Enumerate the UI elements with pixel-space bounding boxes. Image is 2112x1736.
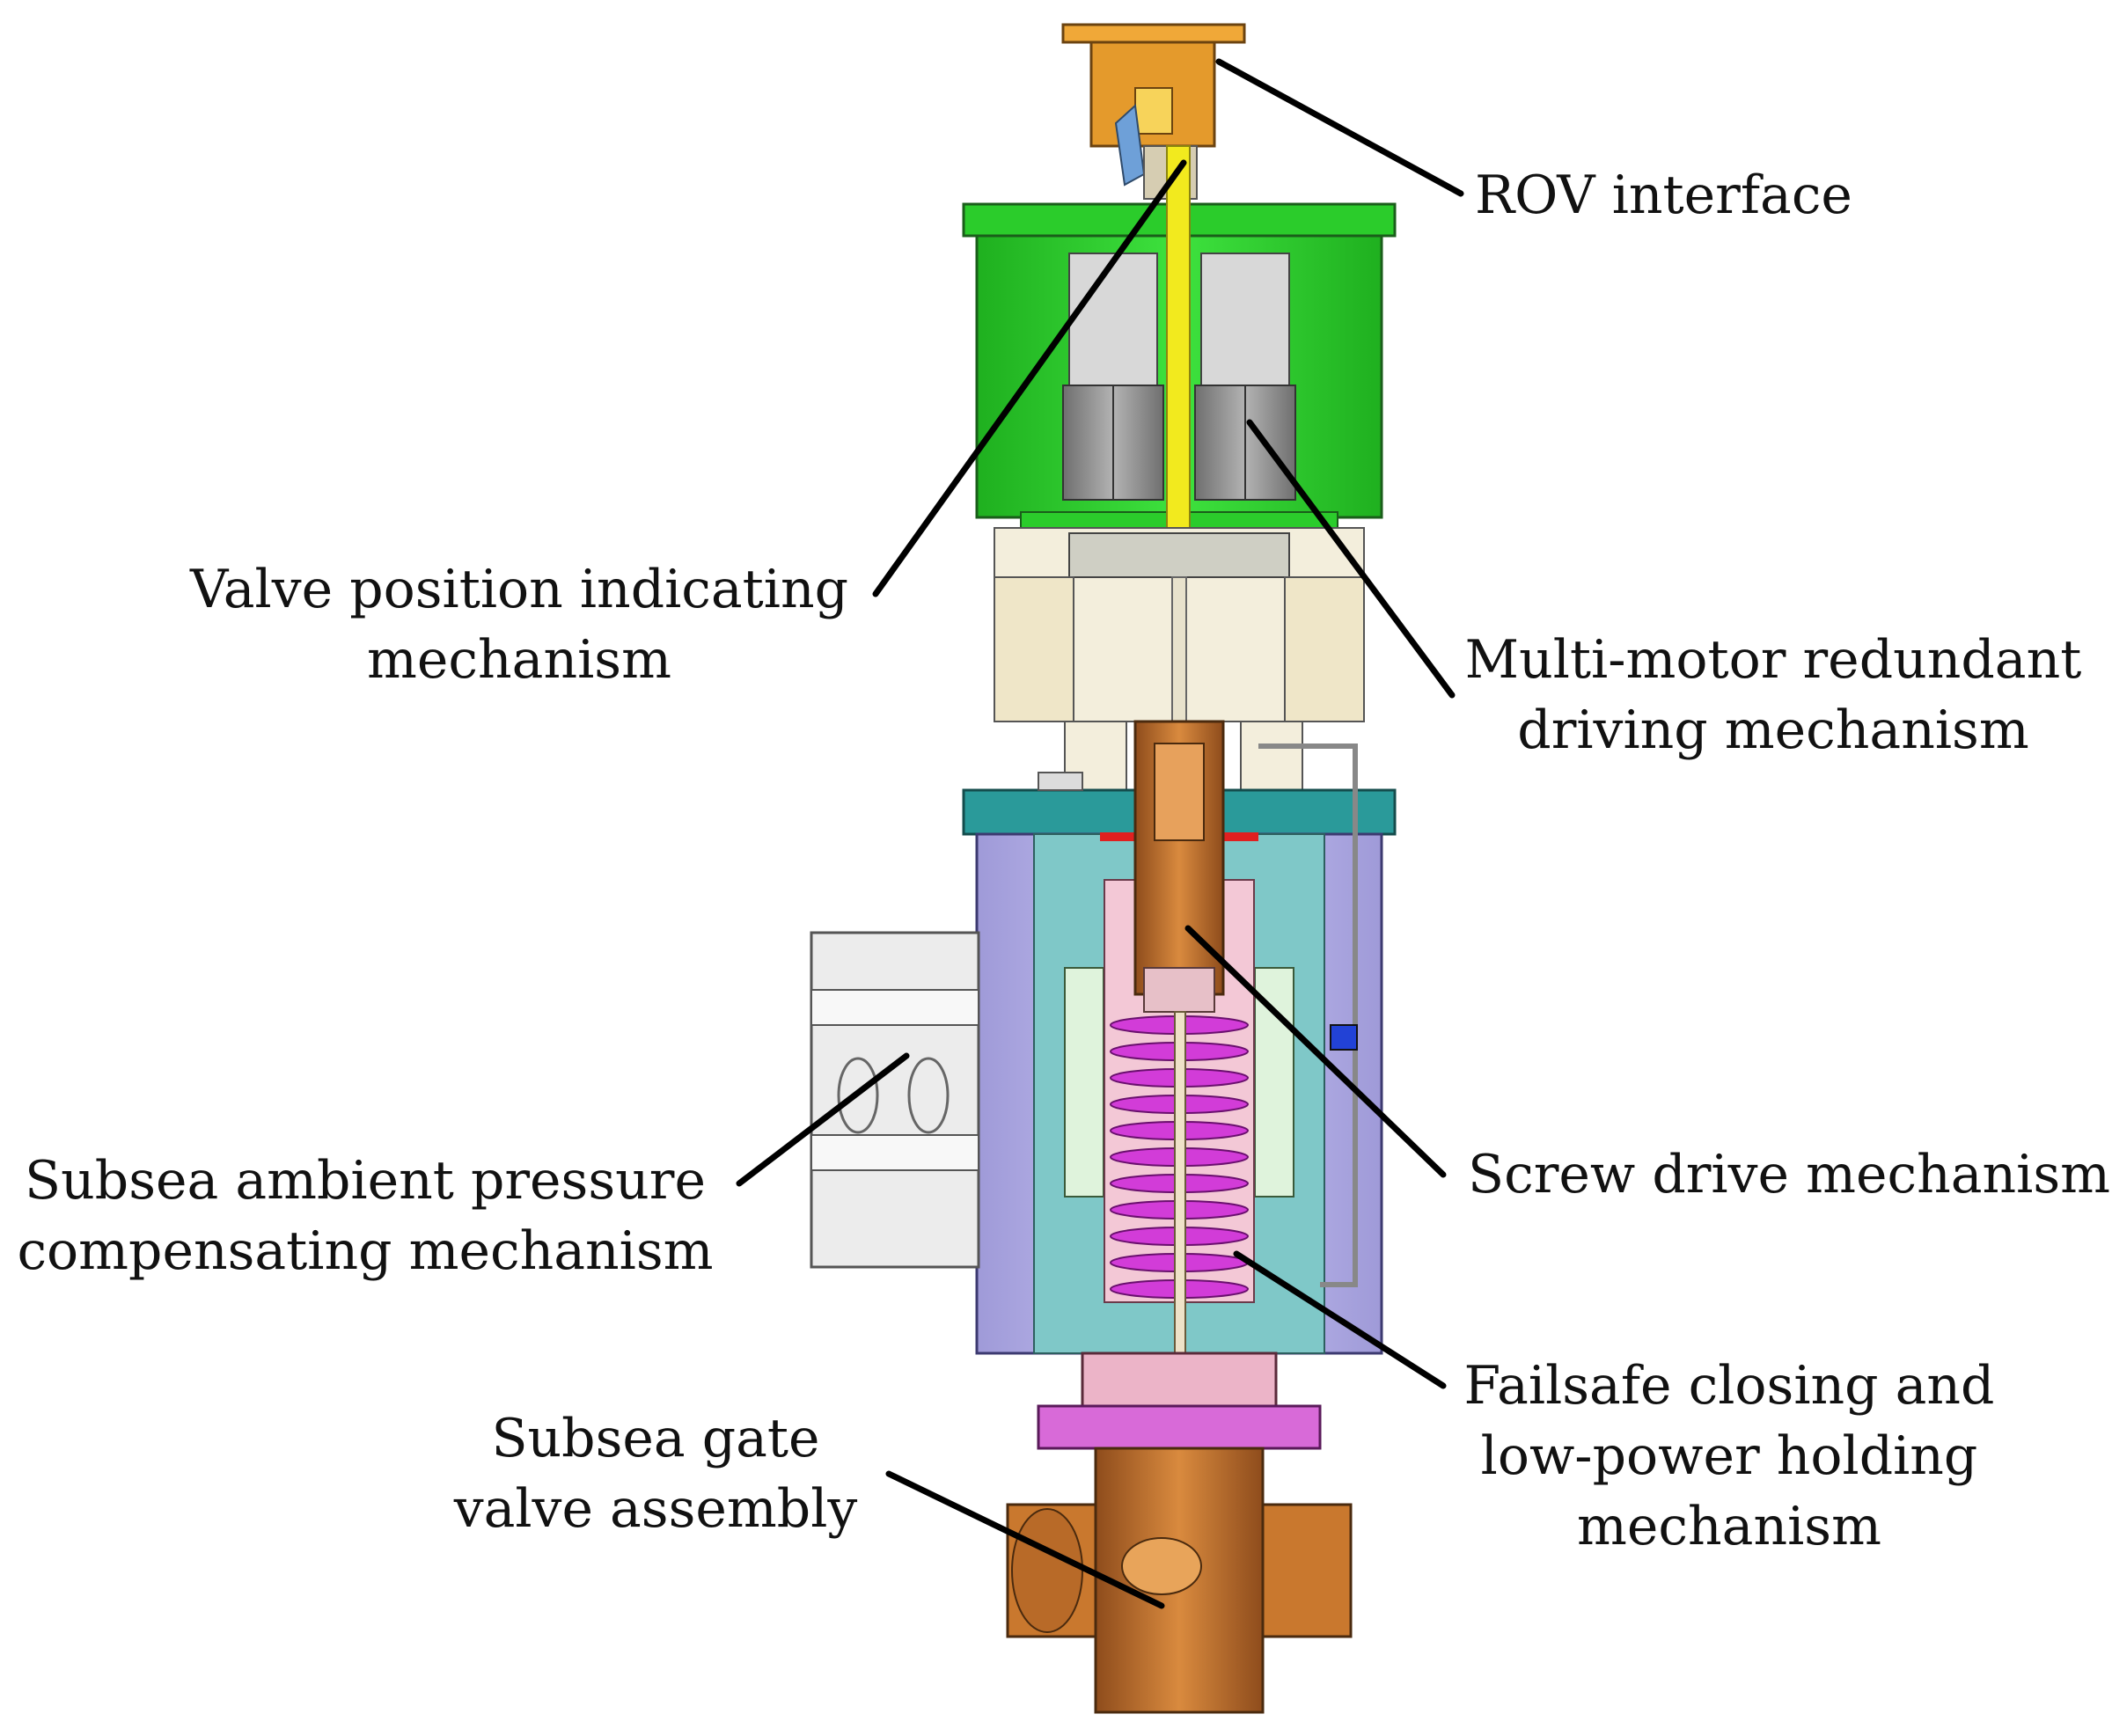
gate-valve-part [1006,1351,1353,1714]
label-valve-position: Valve position indicating mechanism [189,559,849,691]
label-rov-interface: ROV interface [1475,165,1852,226]
rov-interface-part [1061,23,1246,200]
leader-valve-position [872,159,1187,597]
compensator-part [810,931,980,1269]
leader-failsafe [1233,1250,1447,1389]
label-multi-motor: Multi-motor redundant driving mechanism [1464,629,2082,761]
label-screw-drive: Screw drive mechanism [1468,1144,2111,1205]
motor-right [1194,253,1296,501]
leader-multi-motor [1246,419,1456,699]
label-gate-valve: Subsea gate valve assembly [453,1408,858,1540]
label-subsea-ambient: Subsea ambient pressure compensating mec… [17,1150,714,1282]
motor-left [1062,253,1164,501]
blue-fitting [1330,1024,1358,1051]
leader-screw-drive [1184,925,1447,1178]
label-failsafe: Failsafe closing and low-power holding m… [1463,1355,1995,1557]
leader-lines [736,58,1464,1609]
gear-section [994,527,1365,798]
indicator-shaft [1166,145,1191,578]
leader-gate-valve [885,1470,1165,1609]
side-tube [1258,743,1358,1287]
leader-rov-interface [1215,58,1464,197]
leader-subsea-ambient [736,1052,910,1187]
